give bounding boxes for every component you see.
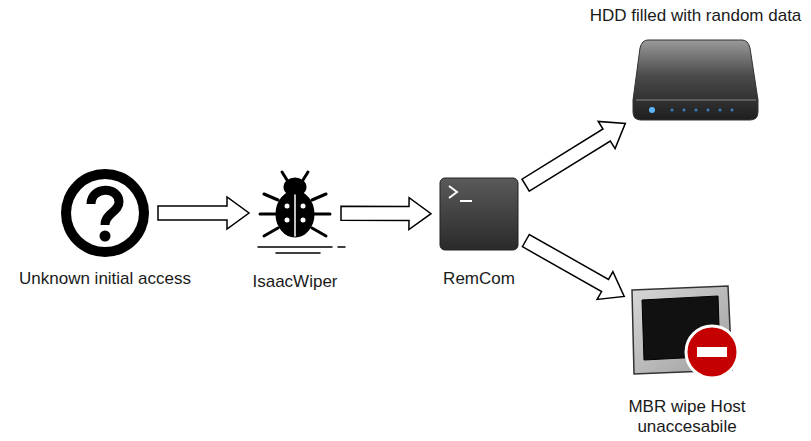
block-arrow [522,235,624,300]
terminal-icon [440,178,518,250]
node-caption: MBR wipe Host unaccesabile [612,397,762,437]
disk-node: HDD filled with random data [633,40,758,120]
block-arrow [158,197,249,229]
hdd-icon [633,40,758,120]
tool-node: RemCom [440,178,518,250]
host-node: MBR wipe Host unaccesabile [632,286,742,378]
block-arrow [522,121,625,191]
node-caption: RemCom [443,269,515,289]
node-caption: HDD filled with random data [590,6,802,26]
monitor-icon [632,286,738,378]
question-icon [61,169,149,257]
access-node: Unknown initial access [61,169,149,257]
block-arrow [341,198,431,230]
malware-node: IsaacWiper [258,170,332,256]
bug-icon [258,172,345,253]
node-caption: Unknown initial access [19,269,191,289]
node-caption: IsaacWiper [252,272,337,292]
